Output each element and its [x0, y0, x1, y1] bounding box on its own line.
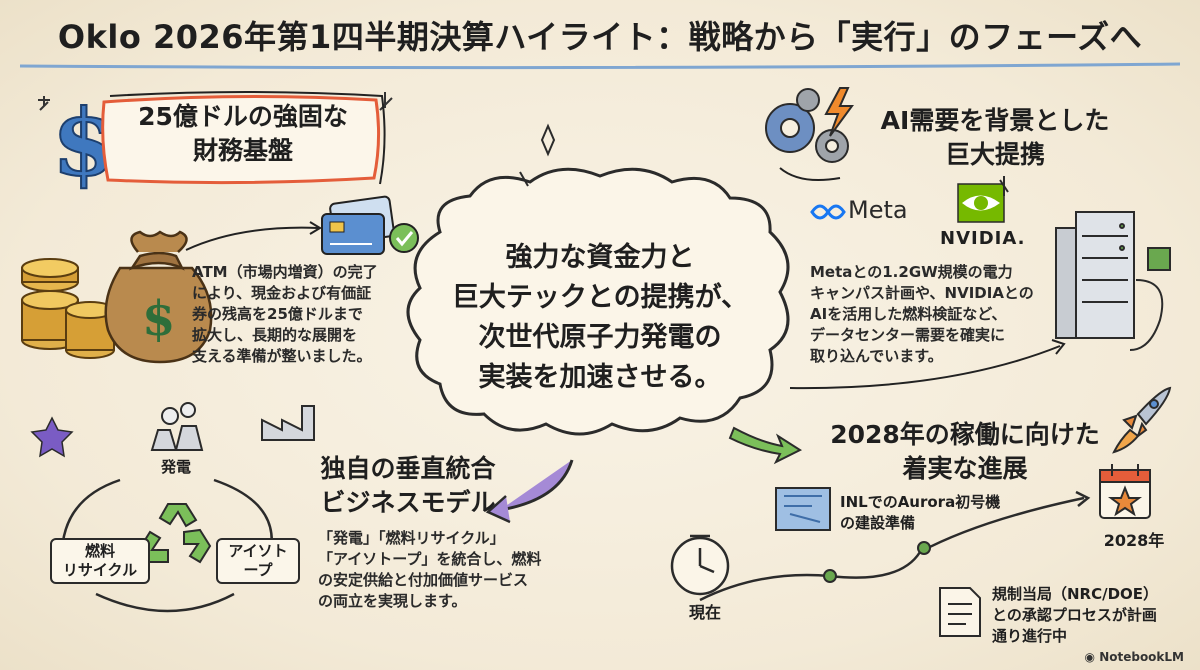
timeline-dot — [917, 541, 931, 555]
vertical-text-line: の安定供給と付加価値サービス — [318, 571, 529, 589]
coin-stack-icon — [21, 258, 115, 359]
nrc-line3: 通り進行中 — [992, 627, 1068, 645]
ai-text-line: 取り込んでいます。 — [810, 347, 943, 365]
arrow-ai-curve — [779, 167, 841, 181]
finance-heading-line2: 財務基盤 — [192, 136, 293, 165]
cycle-label-isotope-line1: アイソト — [228, 542, 288, 560]
inl-line1: INLでのAurora初号機 — [840, 493, 1001, 511]
star-icon — [30, 416, 74, 458]
finance-text-line: 券の残高を25億ドルまで — [192, 305, 363, 323]
ai-heading: AI需要を背景とした 巨大提携 — [850, 104, 1140, 172]
rocket-icon — [1112, 386, 1172, 454]
cycle-label-isotope-line2: ープ — [243, 561, 273, 579]
timeline-path — [699, 496, 1085, 602]
vertical-description: 「発電」「燃料リサイクル」 「アイソトープ」を統合し、燃料 の安定供給と付加価値… — [318, 528, 578, 612]
svg-text:$: $ — [142, 291, 175, 347]
ai-text-line: キャンパス計画や、NVIDIAとの — [810, 284, 1034, 302]
center-cloud — [406, 167, 790, 436]
vertical-heading: 独自の垂直統合 ビジネスモデル — [288, 452, 528, 520]
center-line: 巨大テックとの提携が、 — [451, 282, 749, 313]
meta-logo-icon — [810, 204, 846, 220]
now-label: 現在 — [688, 603, 721, 622]
vertical-heading-line2: ビジネスモデル — [320, 488, 496, 517]
watermark: ◉ NotebookLM — [1085, 650, 1184, 664]
cycle-label-power: 発電 — [160, 458, 191, 476]
server-rack-icon — [1055, 211, 1171, 351]
nrc-milestone: 規制当局（NRC/DOE） との承認プロセスが計画 通り進行中 — [992, 584, 1192, 647]
nrc-line1: 規制当局（NRC/DOE） — [992, 585, 1159, 603]
nvidia-logo-text: NVIDIA. — [940, 228, 1026, 249]
meta-logo-text: Meta — [848, 196, 908, 224]
page-title: Oklo 2026年第1四半期決算ハイライト：戦略から「実行」のフェーズへ — [57, 18, 1143, 56]
credit-card-icon — [321, 195, 419, 255]
center-line: 次世代原子力発電の — [478, 322, 722, 353]
ai-heading-line2: 巨大提携 — [944, 140, 1045, 169]
cycle-label-fuel-line1: 燃料 — [84, 542, 115, 560]
ai-text-line: データセンター需要を確実に — [810, 326, 1006, 344]
lightning-icon — [824, 87, 854, 137]
finance-heading: 25億ドルの強固な 財務基盤 — [108, 100, 378, 178]
center-line: 実装を加速させる。 — [478, 362, 722, 393]
timeline-dot — [823, 569, 837, 583]
finance-text-line: ATM（市場内増資）の完了 — [192, 263, 378, 281]
cycle-label-fuel-recycle: 燃料 リサイクル — [50, 538, 150, 584]
finance-text-line: 支える準備が整いました。 — [192, 347, 372, 365]
title-underline — [19, 62, 1181, 70]
ai-text-line: AIを活用した燃料検証など、 — [810, 305, 1007, 323]
inl-milestone: INLでのAurora初号機 の建設準備 — [840, 492, 1060, 534]
power-plant-icon — [150, 402, 204, 451]
center-line: 強力な資金力と — [505, 242, 695, 273]
ai-description: Metaとの1.2GW規模の電力 キャンパス計画や、NVIDIAとの AIを活用… — [810, 262, 1050, 367]
ai-heading-line1: AI需要を背景とした — [880, 106, 1110, 135]
watermark-text: NotebookLM — [1099, 650, 1184, 664]
recycle-icon — [138, 503, 212, 564]
finance-text-line: により、現金および有価証 — [192, 284, 372, 302]
arrow-to-roadmap — [789, 345, 1061, 390]
cycle-label-fuel-line2: リサイクル — [62, 561, 138, 579]
vertical-text-line: 「アイソトープ」を統合し、燃料 — [318, 550, 542, 568]
inl-line2: の建設準備 — [840, 514, 916, 532]
money-bag-icon: $ — [104, 230, 213, 364]
vertical-heading-line1: 独自の垂直統合 — [320, 454, 496, 483]
clock-icon — [670, 534, 730, 596]
nrc-line2: との承認プロセスが計画 — [992, 606, 1157, 624]
year-2028-label: 2028年 — [1103, 531, 1165, 550]
vertical-text-line: 「発電」「燃料リサイクル」 — [318, 529, 505, 547]
vertical-text-line: の両立を実現します。 — [318, 592, 467, 610]
ai-text-line: Metaとの1.2GW規模の電力 — [810, 263, 1013, 281]
finance-heading-box — [101, 91, 386, 185]
arrow-to-card — [185, 226, 319, 251]
finance-text-line: 拡大し、長期的な展開を — [192, 326, 358, 344]
roadmap-heading: 2028年の稼働に向けた 着実な進展 — [800, 418, 1130, 486]
factory-icon — [261, 405, 315, 441]
finance-heading-line1: 25億ドルの強固な — [138, 102, 348, 131]
roadmap-heading-line1: 2028年の稼働に向けた — [830, 420, 1100, 449]
cycle-label-isotope: アイソト ープ — [216, 538, 300, 584]
notebooklm-icon: ◉ — [1084, 650, 1100, 664]
center-message: 強力な資金力と 巨大テックとの提携が、 次世代原子力発電の 実装を加速させる。 — [410, 238, 790, 398]
sparkle-icon — [38, 92, 393, 111]
nvidia-logo-icon — [957, 183, 1005, 223]
sparkle-icon — [519, 123, 1009, 196]
document-icon — [939, 587, 981, 637]
blueprint-icon — [775, 487, 831, 531]
calendar-icon — [1099, 464, 1151, 519]
finance-description: ATM（市場内増資）の完了 により、現金および有価証 券の残高を25億ドルまで … — [192, 262, 392, 367]
purple-arrow — [499, 459, 574, 512]
gears-icon — [765, 88, 849, 163]
roadmap-heading-line2: 着実な進展 — [902, 454, 1028, 483]
green-arrow — [728, 426, 803, 465]
